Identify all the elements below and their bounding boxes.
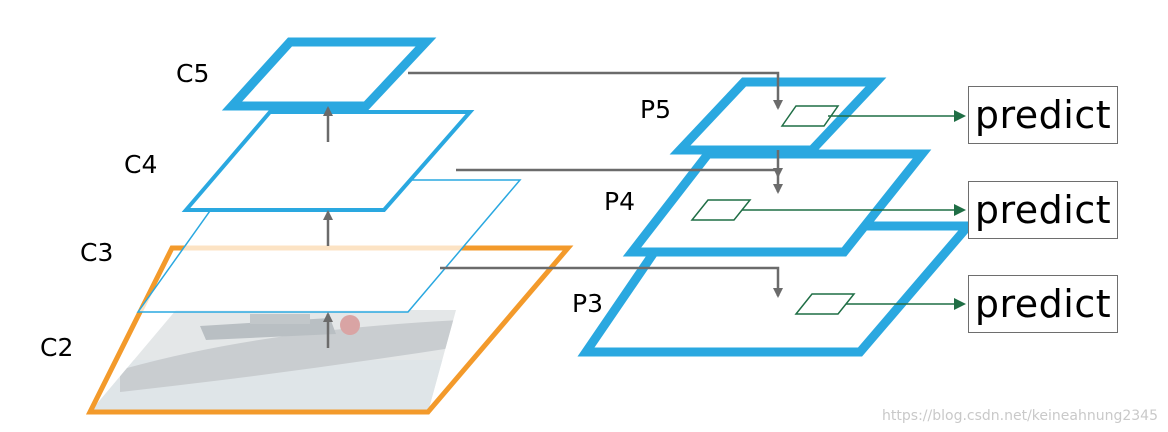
label-c2: C2 xyxy=(40,333,73,362)
label-c3: C3 xyxy=(80,238,113,267)
anchor-box-p3 xyxy=(794,293,856,315)
lateral-c3-p3 xyxy=(440,266,783,298)
label-p3: P3 xyxy=(572,289,603,318)
predict-label-p5: predict xyxy=(974,93,1112,137)
lateral-c5-p5 xyxy=(408,71,783,110)
p4-layer xyxy=(622,149,932,257)
watermark: https://blog.csdn.net/keineahnung2345 xyxy=(882,408,1158,424)
label-p5: P5 xyxy=(640,95,671,124)
anchor-box-p4 xyxy=(690,199,752,221)
label-c5: C5 xyxy=(176,59,209,88)
p5-layer xyxy=(669,77,887,155)
c2-photo xyxy=(90,310,456,412)
predict-box-p3: predict xyxy=(968,275,1118,333)
label-p4: P4 xyxy=(604,187,635,216)
label-c4: C4 xyxy=(124,150,157,179)
c5-layer xyxy=(221,37,437,111)
predict-box-p5: predict xyxy=(968,86,1118,144)
c4-layer xyxy=(181,110,475,212)
predict-label-p3: predict xyxy=(974,282,1112,326)
anchor-box-p5 xyxy=(780,105,840,127)
predict-box-p4: predict xyxy=(968,181,1118,239)
predict-label-p4: predict xyxy=(974,188,1112,232)
